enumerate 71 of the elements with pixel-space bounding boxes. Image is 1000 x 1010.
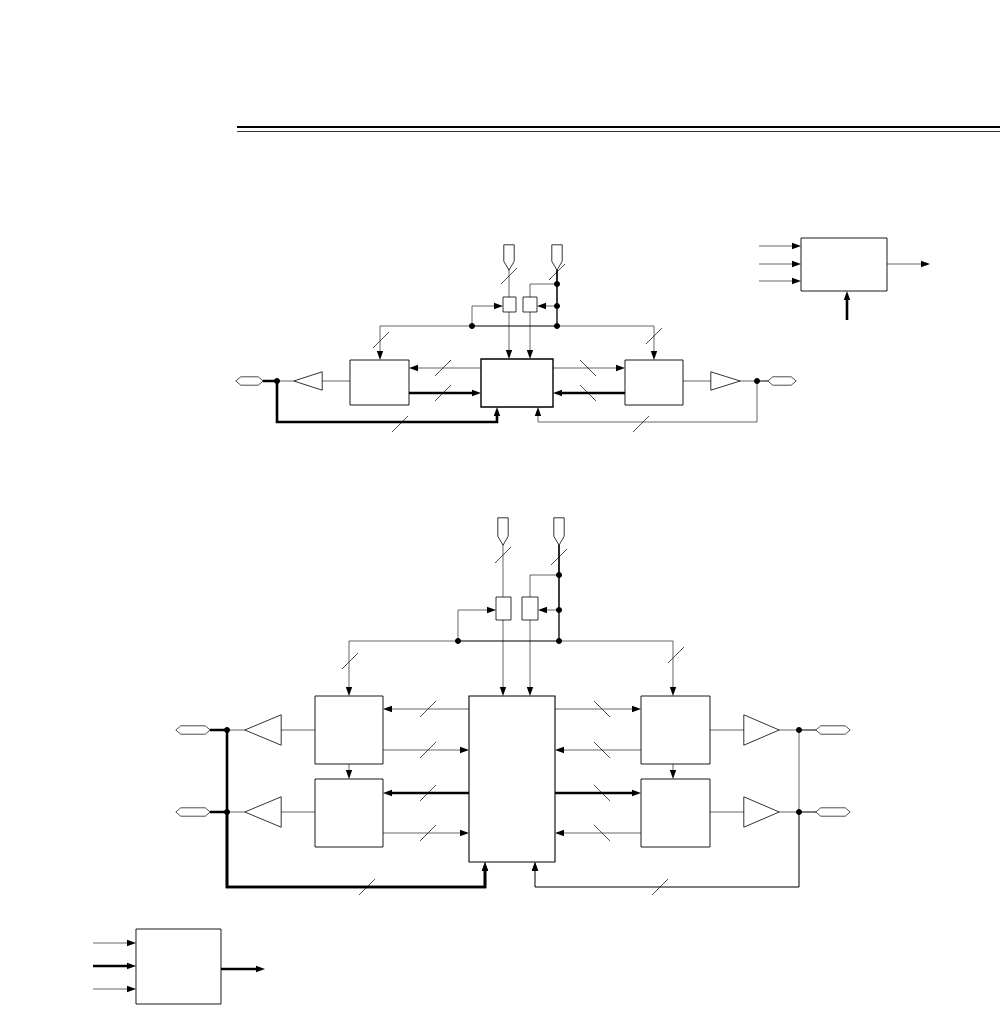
arrow	[499, 619, 507, 696]
arrow	[552, 364, 625, 372]
arrow	[758, 277, 801, 285]
io-pad	[767, 376, 797, 386]
function-block	[314, 778, 384, 848]
arrow	[93, 962, 136, 970]
arrow	[555, 829, 642, 837]
buffer-triangle	[743, 796, 780, 828]
input-pin	[497, 517, 509, 546]
connector-line	[709, 811, 745, 813]
arrow	[409, 364, 482, 372]
arrow	[383, 705, 470, 713]
connector-line	[321, 380, 351, 382]
arrow	[531, 811, 817, 888]
arrow	[526, 619, 534, 696]
arrow	[382, 746, 469, 754]
io-pad	[815, 725, 851, 735]
buffer-triangle	[244, 796, 282, 828]
arrow	[556, 269, 658, 360]
arrow	[92, 985, 136, 993]
arrow	[526, 311, 534, 359]
input-pin	[553, 517, 565, 546]
buffer-triangle	[743, 714, 780, 746]
buffer-triangle	[244, 714, 282, 746]
arrow	[534, 380, 769, 423]
io-pad	[235, 376, 264, 386]
arrow	[669, 763, 677, 779]
arrow	[409, 389, 481, 397]
connector-line	[682, 380, 712, 382]
function-block	[640, 778, 711, 848]
connector-line	[502, 544, 504, 598]
connector-line	[280, 811, 316, 813]
register-box	[495, 596, 512, 621]
arrow	[210, 810, 489, 889]
function-block	[135, 928, 222, 1005]
connector-line	[508, 269, 510, 298]
arrow	[758, 260, 801, 268]
arrow	[554, 705, 641, 713]
register-box	[521, 596, 539, 621]
register-box	[502, 296, 517, 313]
function-block	[480, 358, 554, 408]
function-block	[314, 695, 384, 765]
io-pad	[175, 807, 211, 817]
arrow	[555, 746, 642, 754]
connector-line	[280, 729, 316, 731]
input-pin	[503, 244, 515, 271]
arrow	[555, 789, 641, 797]
arrow	[382, 829, 469, 837]
register-box	[522, 296, 538, 313]
function-block	[640, 695, 711, 765]
input-pin	[551, 244, 563, 271]
connector-line	[709, 729, 745, 731]
io-pad	[175, 725, 211, 735]
arrow	[345, 763, 353, 779]
arrow	[505, 311, 513, 359]
buffer-triangle	[293, 371, 323, 391]
arrow	[758, 242, 801, 250]
function-block	[800, 237, 888, 292]
arrow	[886, 260, 930, 268]
io-pad	[815, 807, 851, 817]
function-block	[468, 695, 556, 863]
function-block	[624, 359, 684, 406]
arrow	[263, 379, 501, 424]
arrow	[843, 291, 851, 320]
arrow	[92, 939, 136, 947]
arrow	[221, 965, 265, 973]
arrow	[558, 544, 677, 696]
arrow	[553, 389, 625, 397]
arrow	[383, 789, 469, 797]
buffer-triangle	[710, 371, 741, 391]
function-block	[349, 359, 410, 406]
